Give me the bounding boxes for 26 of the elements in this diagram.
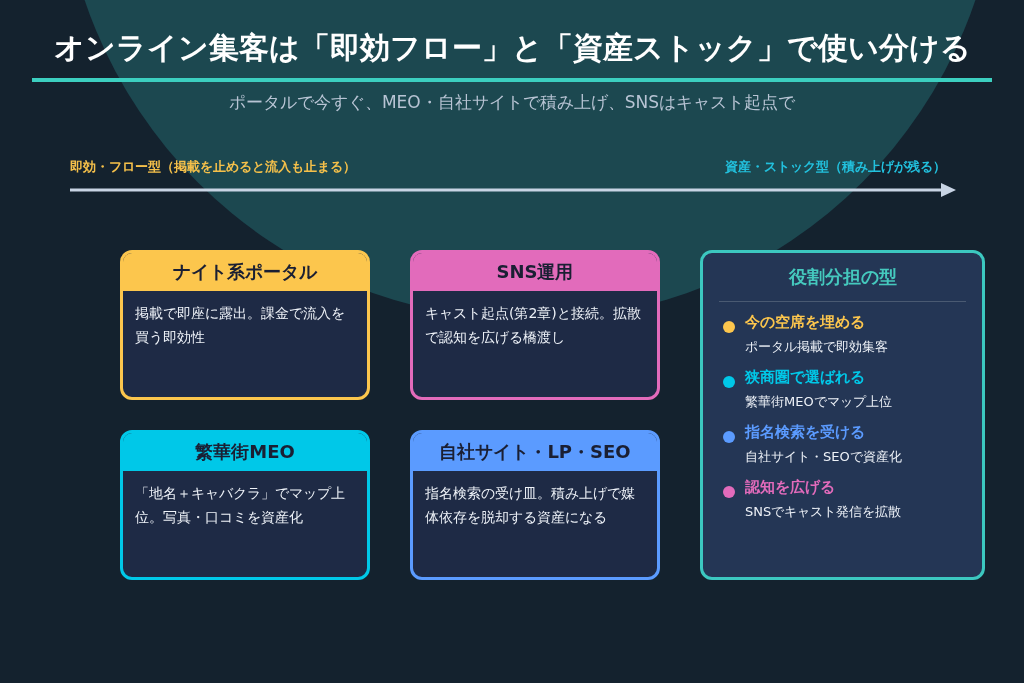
item-heading: 今の空席を埋める <box>745 313 865 332</box>
item-text: SNSでキャスト発信を拡散 <box>745 503 902 521</box>
card-text: キャスト起点(第2章)と接続。拡散で認知を広げる橋渡し <box>425 305 641 345</box>
card-text: 「地名＋キャバクラ」でマップ上位。写真・口コミを資産化 <box>135 485 345 525</box>
category-card <box>410 250 660 400</box>
panel-title: 役割分担の型 <box>787 265 898 289</box>
card-title: ナイト系ポータル <box>173 260 317 284</box>
item-heading: 認知を広げる <box>745 478 835 497</box>
item-text: ポータル掲載で即効集客 <box>745 338 888 356</box>
card-text: 掲載で即座に露出。課金で流入を買う即効性 <box>135 305 345 345</box>
category-card <box>120 430 370 580</box>
category-card <box>410 430 660 580</box>
card-text: 指名検索の受け皿。積み上げで媒体依存を脱却する資産になる <box>425 485 635 525</box>
summary-panel <box>700 250 985 580</box>
card-title: SNS運用 <box>496 260 574 284</box>
title: オンライン集客は「即効フロー」と「資産ストック」で使い分ける <box>52 29 972 67</box>
item-text: 自社サイト・SEOで資産化 <box>745 448 902 466</box>
item-heading: 狭商圏で選ばれる <box>745 368 865 387</box>
axis-label: 資産・ストック型（積み上げが残る） <box>725 158 946 176</box>
axis-label: 即効・フロー型（掲載を止めると流入も止まる） <box>70 158 356 176</box>
item-heading: 指名検索を受ける <box>745 423 865 442</box>
item-text: 繁華街MEOでマップ上位 <box>745 393 892 411</box>
subtitle: ポータルで今すぐ、MEO・自社サイトで積み上げ、SNSはキャスト起点で <box>227 91 797 114</box>
category-card <box>120 250 370 400</box>
card-title: 繁華街MEO <box>195 440 295 464</box>
card-title: 自社サイト・LP・SEO <box>439 440 631 464</box>
